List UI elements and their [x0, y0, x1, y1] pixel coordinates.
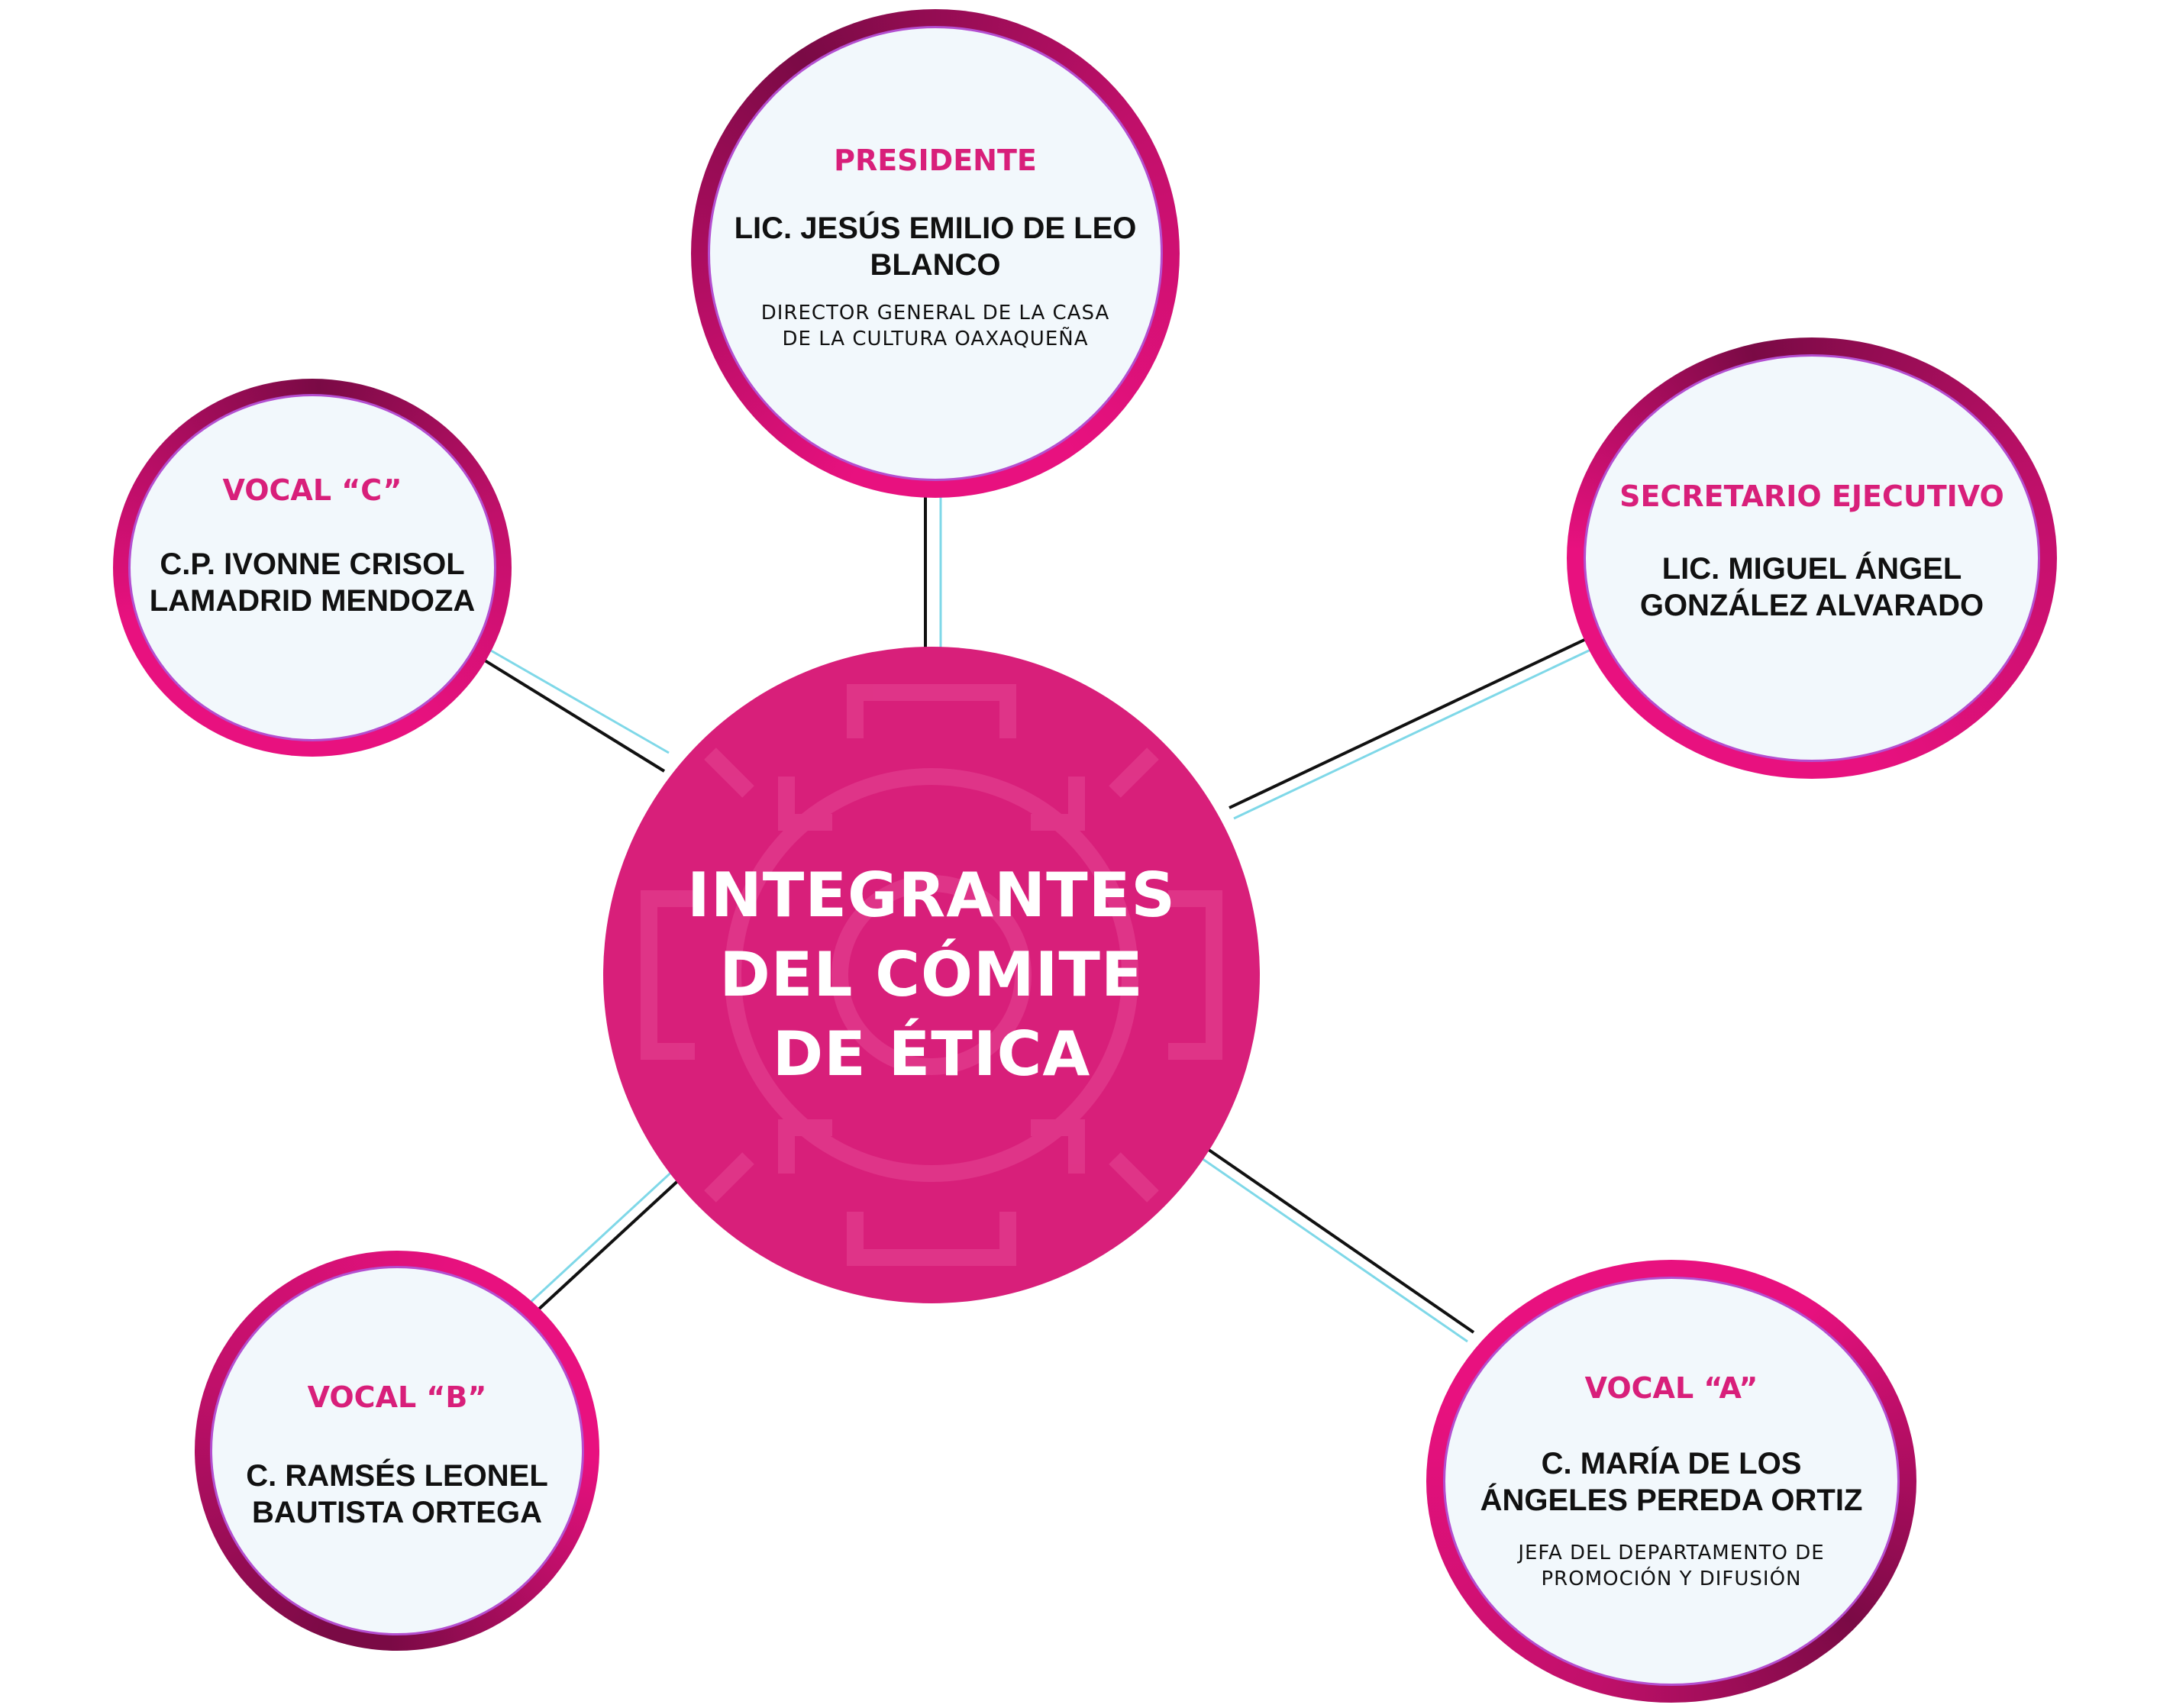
name-presidente-line-1: LIC. JESÚS EMILIO DE LEO	[734, 211, 1137, 245]
name-vocal-c-line-1: C.P. IVONNE CRISOL	[160, 547, 465, 581]
name-secretario-line-1: LIC. MIGUEL ÁNGEL	[1661, 552, 1962, 586]
title-line-1: INTEGRANTES	[687, 860, 1176, 931]
node-vocal-a: VOCAL “A” C. MARÍA DE LOS ÁNGELES PEREDA…	[1426, 1260, 1916, 1703]
node-vocal-b: VOCAL “B” C. RAMSÉS LEONEL BAUTISTA ORTE…	[195, 1251, 599, 1651]
name-vocal-a-line-2: ÁNGELES PEREDA ORTIZ	[1480, 1484, 1863, 1517]
name-vocal-b-line-1: C. RAMSÉS LEONEL	[246, 1459, 548, 1493]
connector-vocal-a	[1184, 1136, 1475, 1343]
name-secretario: LIC. MIGUEL ÁNGEL GONZÁLEZ ALVARADO	[1640, 550, 1984, 624]
center-hub: INTEGRANTES DEL CÓMITE DE ÉTICA	[603, 647, 1260, 1303]
desc-presidente-line-1: DIRECTOR GENERAL DE LA CASA	[760, 302, 1110, 324]
desc-vocal-a: JEFA DEL DEPARTAMENTO DE PROMOCIÓN Y DIF…	[1518, 1540, 1824, 1592]
title-line-3: DE ÉTICA	[772, 1019, 1091, 1090]
node-vocal-a-inner: VOCAL “A” C. MARÍA DE LOS ÁNGELES PEREDA…	[1443, 1277, 1900, 1686]
desc-presidente-line-2: DE LA CULTURA OAXAQUEÑA	[782, 328, 1089, 350]
node-presidente: PRESIDENTE LIC. JESÚS EMILIO DE LEO BLAN…	[691, 9, 1180, 498]
role-presidente: PRESIDENTE	[834, 144, 1037, 177]
ethnic-pattern-watermark	[641, 684, 1222, 1266]
node-secretario-inner: SECRETARIO EJECUTIVO LIC. MIGUEL ÁNGEL G…	[1584, 354, 2040, 762]
desc-vocal-a-line-2: PROMOCIÓN Y DIFUSIÓN	[1541, 1568, 1802, 1590]
name-secretario-line-2: GONZÁLEZ ALVARADO	[1639, 589, 1984, 622]
name-vocal-c-line-2: LAMADRID MENDOZA	[149, 584, 476, 618]
title-line-2: DEL CÓMITE	[719, 939, 1144, 1010]
name-presidente: LIC. JESÚS EMILIO DE LEO BLANCO	[735, 210, 1137, 283]
node-vocal-c-inner: VOCAL “C” C.P. IVONNE CRISOL LAMADRID ME…	[128, 394, 496, 741]
node-secretario: SECRETARIO EJECUTIVO LIC. MIGUEL ÁNGEL G…	[1567, 337, 2057, 779]
name-vocal-b-line-2: BAUTISTA ORTEGA	[252, 1496, 542, 1529]
name-vocal-a: C. MARÍA DE LOS ÁNGELES PEREDA ORTIZ	[1480, 1445, 1863, 1519]
desc-presidente: DIRECTOR GENERAL DE LA CASA DE LA CULTUR…	[761, 300, 1110, 352]
name-vocal-b: C. RAMSÉS LEONEL BAUTISTA ORTEGA	[246, 1458, 548, 1531]
role-vocal-b: VOCAL “B”	[307, 1380, 487, 1414]
role-vocal-a: VOCAL “A”	[1584, 1371, 1758, 1405]
role-vocal-c: VOCAL “C”	[222, 473, 402, 507]
role-secretario: SECRETARIO EJECUTIVO	[1619, 479, 2004, 513]
name-presidente-line-2: BLANCO	[870, 248, 1001, 282]
node-presidente-inner: PRESIDENTE LIC. JESÚS EMILIO DE LEO BLAN…	[708, 26, 1163, 481]
desc-vocal-a-line-1: JEFA DEL DEPARTAMENTO DE	[1518, 1542, 1825, 1564]
name-vocal-c: C.P. IVONNE CRISOL LAMADRID MENDOZA	[150, 546, 476, 619]
connector-vocal-b	[527, 1158, 695, 1313]
diagram-title: INTEGRANTES DEL CÓMITE DE ÉTICA	[687, 856, 1176, 1094]
node-vocal-c: VOCAL “C” C.P. IVONNE CRISOL LAMADRID ME…	[113, 379, 512, 757]
connector-secretario	[1229, 632, 1603, 820]
name-vocal-a-line-1: C. MARÍA DE LOS	[1541, 1447, 1802, 1480]
node-vocal-b-inner: VOCAL “B” C. RAMSÉS LEONEL BAUTISTA ORTE…	[210, 1266, 584, 1635]
connector-vocal-c	[479, 646, 670, 773]
